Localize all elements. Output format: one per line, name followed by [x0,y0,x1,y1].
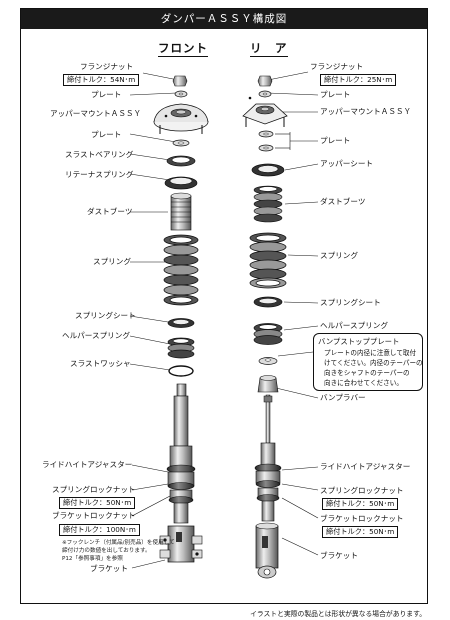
front-assembly [153,75,209,563]
front-column-title: フロント [158,41,208,57]
header-title: ダンパーＡＳＳＹ構成図 [21,9,427,29]
bump-stop-note-box [313,333,423,391]
rear-torque-flange-nut: 締付トルク：25N･m [320,74,397,86]
bump-stop-note-line-4: 向きに合わせてください。 [324,379,403,387]
rear-label-bracket-lock-nut: ブラケットロックナット [320,514,404,523]
front-label-plate-1: プレート [91,90,122,99]
front-torque-bracket-lock-nut: 締付トルク：100N･m [59,524,140,536]
rear-upper-mount [242,96,288,127]
rear-assembly [242,75,288,579]
rear-helper-spring [253,323,283,345]
front-label-bracket: ブラケット [90,564,128,573]
front-label-flange-nut: フランジナット [80,62,134,71]
front-note-line-2: 締付け力の数値を出しております。 [62,548,151,554]
front-spring [163,234,199,306]
rear-dust-boot [253,185,283,223]
rear-label-upper-mount: アッパーマウントＡＳＳＹ [320,107,412,116]
rear-label-ride-height-adjuster: ライドハイトアジャスター [320,462,411,471]
rear-spring [249,232,287,289]
front-flange-nut [172,75,188,87]
front-label-plate-2: プレート [91,130,122,139]
bump-stop-note-line-1: プレートの内径に注意して取付 [324,349,417,357]
front-label-spring-seat: スプリングシート [75,311,136,320]
front-label-spring: スプリング [93,257,131,266]
front-label-ride-height-adjuster: ライドハイトアジャスター [42,460,133,469]
footer-disclaimer: イラストと実際の製品とは形状が異なる場合があります。 [250,610,426,618]
front-bracket [159,525,203,563]
front-upper-mount [153,103,209,134]
rear-bump-rubber [257,375,279,393]
front-torque-flange-nut: 締付トルク：54N･m [63,74,140,86]
front-label-dust-boot: ダストブーツ [87,207,133,216]
rear-torque-spring-lock-nut: 締付トルク：50N･m [322,498,399,510]
rear-column-title: リ ア [250,41,288,57]
front-label-thrust-bearing: スラストベアリング [65,150,134,159]
rear-torque-bracket-lock-nut: 締付トルク：50N･m [322,526,399,538]
front-note-line-3: P12「参照事項」を参照 [62,556,123,562]
rear-label-spring: スプリング [320,251,358,260]
rear-label-spring-lock-nut: スプリングロックナット [320,486,404,495]
front-note-line-1: ※フックレンチ（付属品/別売品）を使用して [62,540,175,546]
rear-label-plate-1: プレート [320,90,351,99]
bump-stop-note-title: バンプストッププレート [318,337,400,346]
bump-stop-note-line-2: けてください。内径のテーパーの [324,359,423,367]
rear-label-helper-spring: ヘルパースプリング [320,321,388,330]
rear-label-upper-sheet: アッパーシート [320,159,374,168]
rear-label-bump-rubber: バンプラバー [320,393,366,402]
front-label-upper-mount: アッパーマウントＡＳＳＹ [50,109,142,118]
rear-label-bracket: ブラケット [320,551,358,560]
front-helper-spring [167,337,195,359]
front-label-bracket-lock-nut: ブラケットロックナット [52,511,136,520]
front-damper-body [166,383,196,524]
front-label-helper-spring: ヘルパースプリング [62,331,130,340]
bump-stop-note-line-3: 向きをシャフトのテーパーの [324,369,410,377]
front-label-thrust-washer: スラストワッシャ [70,359,131,368]
rear-label-plate-2: プレート [320,136,351,145]
rear-bracket [255,522,279,579]
rear-label-dust-boot: ダストブーツ [320,197,366,206]
front-label-spring-lock-nut: スプリングロックナット [52,485,136,494]
rear-damper-body [254,394,282,522]
rear-label-flange-nut: フランジナット [310,62,364,71]
rear-label-spring-seat: スプリングシート [320,298,381,307]
front-leader-lines [129,72,179,569]
front-dust-boot [170,192,192,231]
rear-leader-lines [267,71,319,556]
front-label-retainer-spring: リテーナスプリング [65,170,134,179]
diagram-frame [20,8,428,604]
front-torque-spring-lock-nut: 締付トルク：50N･m [59,497,136,509]
